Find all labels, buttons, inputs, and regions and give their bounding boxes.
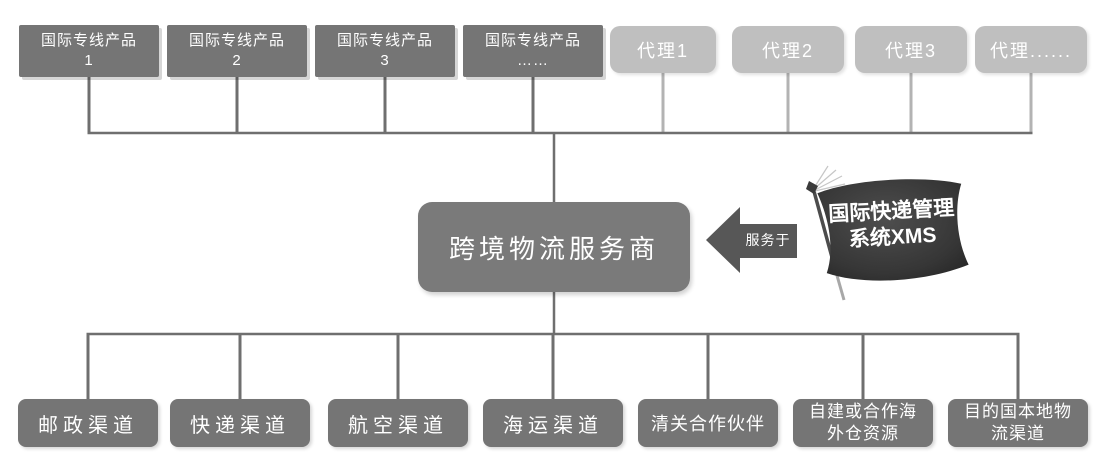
center-node-label: 跨境物流服务商 [448, 233, 659, 264]
product-box-3: 国际专线产品 3 [315, 25, 455, 77]
channel-box-express: 快递渠道 [170, 399, 310, 447]
center-node-cross-border-logistics: 跨境物流服务商 [418, 202, 690, 292]
product-label: 国际专线产品 [484, 32, 581, 49]
bottom-bus-line [86, 291, 1020, 336]
agent-label: 代理3 [884, 40, 937, 61]
channel-box-customs-partners: 清关合作伙伴 [638, 399, 778, 447]
product-number: 1 [84, 52, 94, 69]
channel-box-overseas-warehouse: 自建或合作海 外仓资源 [793, 399, 933, 447]
channel-stub-lines [86, 334, 1020, 400]
flag-banner-icon [817, 179, 969, 281]
channel-label: 快递渠道 [190, 414, 290, 437]
agent-box-1: 代理1 [610, 26, 716, 73]
product-label: 国际专线产品 [40, 32, 137, 49]
product-box-1: 国际专线产品 1 [19, 25, 159, 77]
channel-label: 清关合作伙伴 [651, 414, 765, 434]
channel-label: 航空渠道 [348, 414, 448, 437]
agent-label: 代理...... [989, 40, 1072, 61]
agent-box-more: 代理...... [975, 26, 1087, 73]
product-number: 2 [232, 52, 242, 69]
channel-box-destination-local-logistics: 目的国本地物 流渠道 [948, 399, 1088, 447]
channel-label: 自建或合作海 [809, 402, 917, 421]
channel-box-sea: 海运渠道 [483, 399, 623, 447]
product-label: 国际专线产品 [188, 32, 285, 49]
product-number: …… [517, 52, 549, 69]
channel-box-postal: 邮政渠道 [18, 399, 158, 447]
agent-label: 代理1 [636, 40, 689, 61]
channel-label: 邮政渠道 [38, 414, 138, 437]
serves-arrow-icon [706, 207, 797, 273]
product-stub-lines [87, 77, 535, 134]
top-bus-line [87, 131, 1033, 203]
flag-title: 国际快递管理 系统XMS [820, 195, 965, 254]
product-label: 国际专线产品 [336, 32, 433, 49]
channel-box-air: 航空渠道 [328, 399, 468, 447]
product-box-more: 国际专线产品 …… [463, 25, 603, 77]
agent-box-2: 代理2 [732, 26, 844, 73]
channel-label: 海运渠道 [503, 414, 603, 437]
serves-arrow-label: 服务于 [745, 232, 791, 248]
agent-stub-lines [661, 73, 1033, 134]
channel-label: 目的国本地物 [964, 402, 1072, 421]
product-box-2: 国际专线产品 2 [167, 25, 307, 77]
agent-box-3: 代理3 [855, 26, 967, 73]
agent-label: 代理2 [761, 40, 814, 61]
channel-label-line2: 流渠道 [991, 424, 1045, 443]
channel-label-line2: 外仓资源 [827, 424, 899, 443]
product-number: 3 [380, 52, 390, 69]
